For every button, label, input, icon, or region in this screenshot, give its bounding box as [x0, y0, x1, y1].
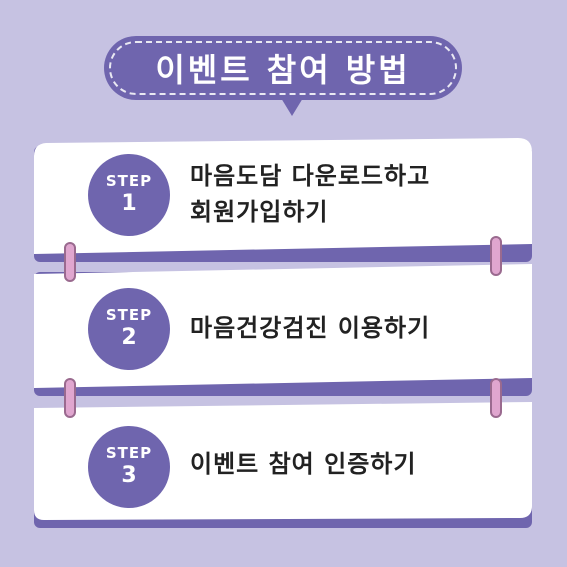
step-badge-2: STEP 2 — [88, 288, 170, 370]
step-text-line: 마음도담 다운로드하고 — [190, 162, 431, 190]
step-text-line: 회원가입하기 — [190, 198, 329, 226]
step-card-1: STEP 1 마음도담 다운로드하고 회원가입하기 — [34, 138, 532, 262]
binder-ring-icon — [490, 236, 502, 276]
step-badge-3: STEP 3 — [88, 426, 170, 508]
step-text-3: 이벤트 참여 인증하기 — [190, 446, 416, 482]
step-text-1: 마음도담 다운로드하고 회원가입하기 — [190, 158, 430, 230]
step-label: STEP — [105, 444, 153, 462]
step-badge-1: STEP 1 — [88, 154, 170, 236]
page-title: 이벤트 참여 방법 — [155, 51, 411, 89]
step-label: STEP — [105, 172, 153, 190]
step-number: 3 — [121, 463, 137, 488]
step-number: 1 — [121, 191, 137, 216]
step-text-2: 마음건강검진 이용하기 — [190, 310, 430, 346]
step-number: 2 — [121, 325, 137, 350]
speech-tail-icon — [281, 98, 303, 116]
step-text-line: 이벤트 참여 인증하기 — [190, 450, 417, 478]
binder-ring-icon — [64, 378, 76, 418]
step-label: STEP — [105, 306, 153, 324]
step-card-3: STEP 3 이벤트 참여 인증하기 — [34, 402, 532, 528]
binder-ring-icon — [64, 242, 76, 282]
binder-ring-icon — [490, 378, 502, 418]
title-bubble: 이벤트 참여 방법 — [104, 36, 462, 100]
step-card-2: STEP 2 마음건강검진 이용하기 — [34, 264, 532, 396]
step-text-line: 마음건강검진 이용하기 — [190, 314, 431, 342]
